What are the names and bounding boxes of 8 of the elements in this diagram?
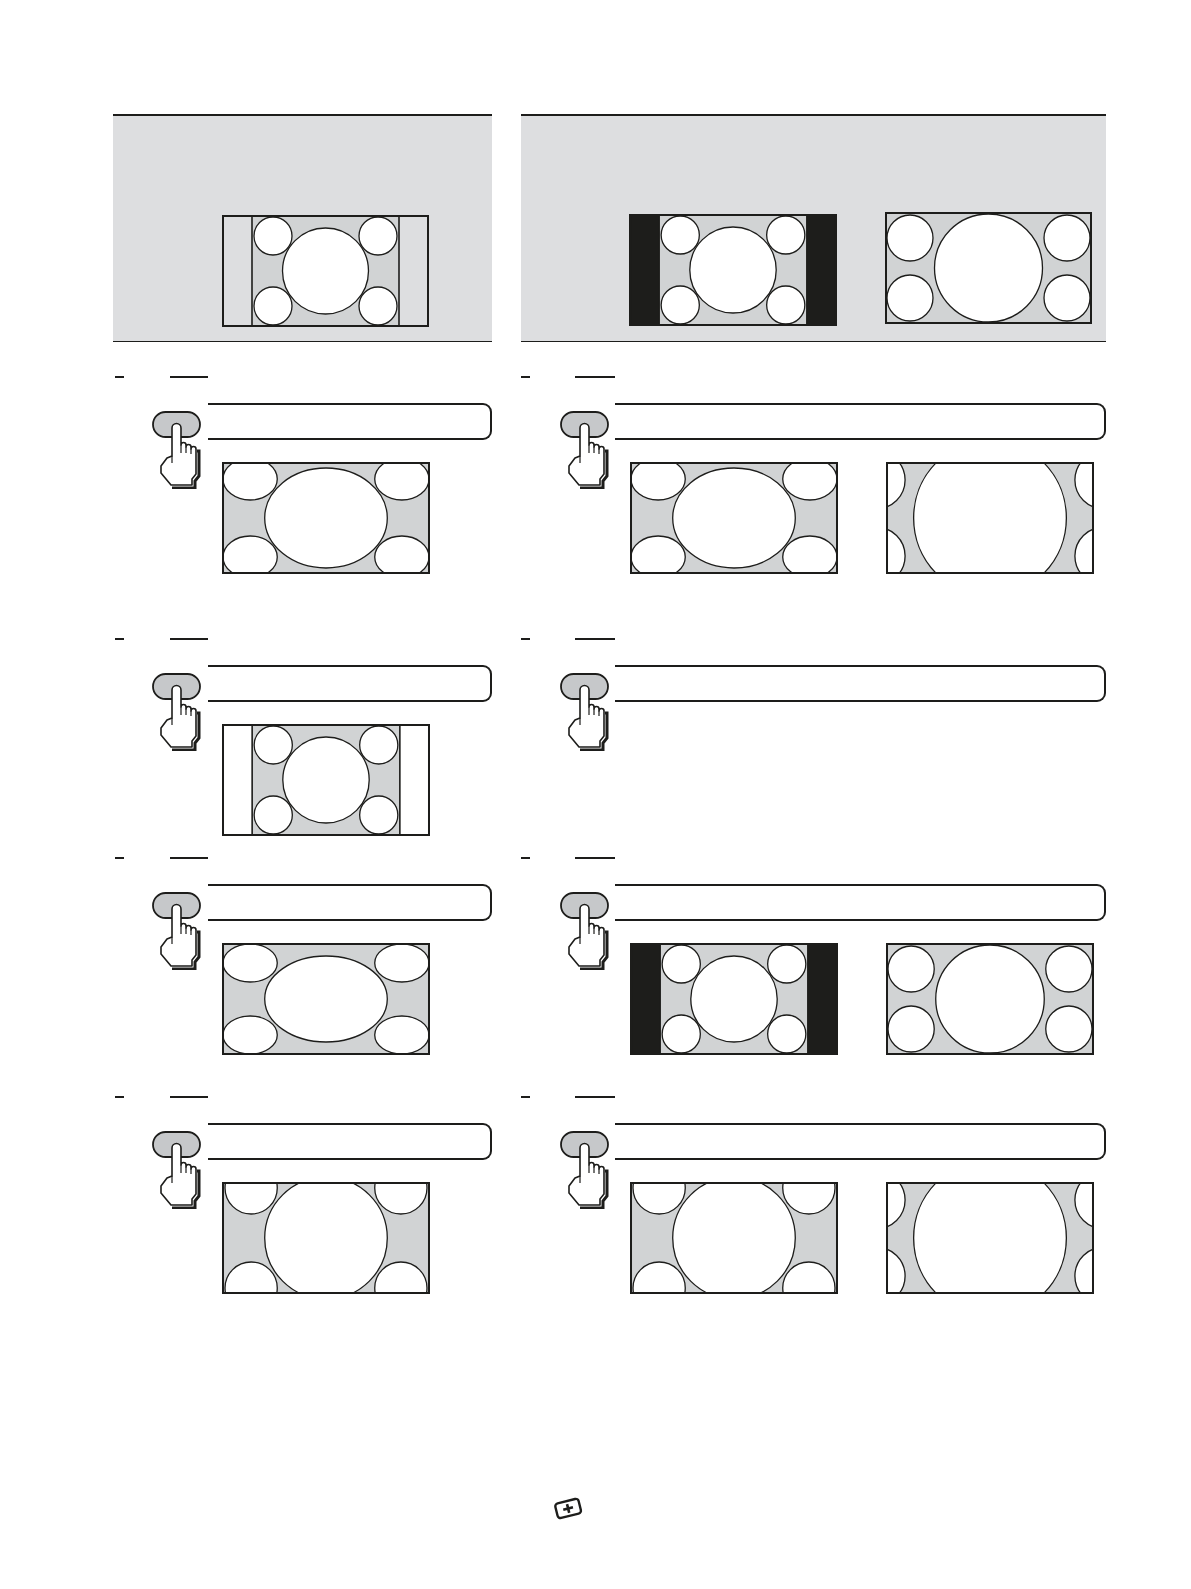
rounded-bar <box>615 1123 1106 1160</box>
rounded-bar <box>208 403 492 440</box>
rounded-bar <box>208 884 492 921</box>
rounded-bar <box>615 884 1106 921</box>
rounded-bar <box>615 665 1106 702</box>
rounded-bar <box>208 665 492 702</box>
rounded-bar <box>615 403 1106 440</box>
rounded-bar <box>208 1123 492 1160</box>
